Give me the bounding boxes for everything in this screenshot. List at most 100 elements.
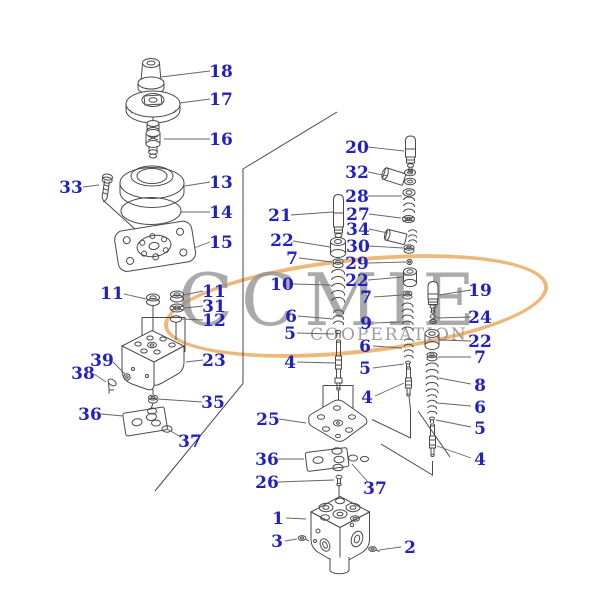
callout-label-32: 32 — [345, 163, 369, 183]
leader-line-30 — [368, 245, 404, 249]
leader-line-4r — [436, 445, 472, 459]
drawing-cylinder-32 — [381, 167, 416, 186]
callout-label-36b: 36 — [255, 450, 279, 470]
leader-line-36a — [100, 413, 124, 417]
drawing-plug-2 — [368, 546, 380, 552]
drawing-bushing-22-center — [330, 237, 346, 258]
leader-line-5m — [372, 363, 405, 369]
callout-label-1: 1 — [272, 509, 284, 529]
callout-label-39: 39 — [90, 351, 114, 371]
drawing-bushing-22-middle — [403, 267, 417, 288]
drawing-ring-14 — [120, 197, 182, 225]
callout-label-15: 15 — [209, 233, 233, 253]
drawing-spring-6-center — [333, 309, 344, 326]
drawing-pin-19 — [427, 280, 439, 314]
leader-line-22c — [292, 240, 331, 248]
leader-line-6r — [436, 402, 472, 407]
drawing-spool-4-center — [334, 339, 343, 391]
leader-line-27 — [368, 213, 402, 219]
callout-label-21: 21 — [268, 206, 292, 226]
watermark-title: CCMIE — [178, 258, 483, 342]
callout-label-6c: 6 — [285, 307, 297, 327]
leader-line-10 — [292, 283, 332, 286]
leader-line-29 — [367, 261, 407, 264]
callout-label-25: 25 — [256, 410, 280, 430]
leader-line-24 — [436, 316, 472, 319]
callout-label-14: 14 — [209, 203, 233, 223]
callout-label-22r: 22 — [468, 332, 492, 352]
leader-line-12 — [181, 318, 204, 321]
drawing-nut-7-middle — [402, 290, 413, 300]
callout-label-5r: 5 — [474, 419, 486, 439]
leader-line-35 — [157, 398, 203, 403]
drawing-plate-25 — [308, 399, 368, 442]
callout-label-36a: 36 — [78, 405, 102, 425]
callout-label-37a: 37 — [178, 432, 202, 452]
drawing-plug-3 — [297, 535, 310, 542]
drawing-nut-30 — [403, 244, 415, 254]
callout-label-29: 29 — [345, 254, 369, 274]
drawing-spring-10 — [331, 269, 346, 303]
callout-label-33: 33 — [59, 178, 83, 198]
drawing-rings-37-left — [147, 407, 173, 433]
leader-line-23 — [185, 359, 204, 363]
callout-label-9: 9 — [360, 314, 372, 334]
drawing-bushing-22-right — [424, 329, 440, 350]
drawing-spring-6-right — [427, 394, 438, 415]
callout-label-16: 16 — [209, 130, 233, 150]
callout-label-22m: 22 — [345, 271, 369, 291]
callout-label-12: 12 — [202, 311, 226, 331]
callout-label-13: 13 — [209, 173, 233, 193]
callout-label-5c: 5 — [284, 324, 296, 344]
leader-line-1 — [285, 517, 307, 520]
callout-label-27: 27 — [346, 205, 370, 225]
drawing-spring-8 — [425, 362, 439, 394]
leader-line-9 — [373, 321, 402, 324]
callout-label-3: 3 — [271, 532, 283, 552]
callout-label-28: 28 — [345, 187, 369, 207]
leader-line-3 — [284, 538, 298, 542]
leader-line-22m — [367, 276, 404, 281]
drawing-nut-7-center — [332, 258, 344, 269]
leader-line-5r — [435, 419, 472, 428]
leader-line-11b — [183, 290, 204, 296]
drawing-seal-31 — [169, 303, 185, 313]
callout-label-7r: 7 — [474, 348, 486, 368]
leader-line-6m — [372, 345, 403, 349]
drawing-cap-18 — [137, 58, 165, 99]
leader-line-11a — [123, 293, 147, 300]
drawing-pin-21 — [333, 193, 344, 238]
drawing-spool-4-middle — [405, 366, 412, 397]
leader-line-38 — [93, 373, 107, 383]
leader-line-18 — [160, 70, 211, 78]
drawing-pin-20 — [405, 135, 416, 173]
drawing-nut-11-right — [170, 290, 184, 303]
leader-line-21 — [290, 211, 334, 216]
leader-line-15 — [193, 241, 211, 249]
leader-line-32 — [367, 171, 389, 177]
callout-label-26: 26 — [255, 473, 279, 493]
leader-line-2 — [378, 546, 402, 551]
leader-line-37b — [351, 463, 369, 483]
callout-label-5m: 5 — [359, 359, 371, 379]
leader-line-31 — [184, 305, 204, 309]
leader-line-13 — [184, 181, 211, 187]
leader-line-33 — [82, 184, 100, 188]
leader-line-7c — [298, 257, 333, 263]
drawing-poppet-26 — [335, 474, 343, 487]
drawing-block-23 — [120, 329, 186, 391]
callout-label-7c: 7 — [286, 249, 298, 269]
leader-line-7m — [373, 294, 403, 298]
leader-line-34 — [368, 228, 389, 234]
leader-line-4c — [296, 361, 336, 364]
drawing-joint-16 — [145, 120, 161, 159]
callout-label-4r: 4 — [474, 450, 486, 470]
leader-line-39 — [112, 361, 126, 375]
drawing-ring-12 — [170, 315, 182, 323]
leader-line-5c — [296, 332, 335, 335]
callout-label-38: 38 — [71, 364, 95, 384]
drawing-ball-29 — [406, 258, 413, 266]
drawing-seat-5-right — [429, 416, 435, 423]
leader-line-8 — [438, 377, 472, 385]
